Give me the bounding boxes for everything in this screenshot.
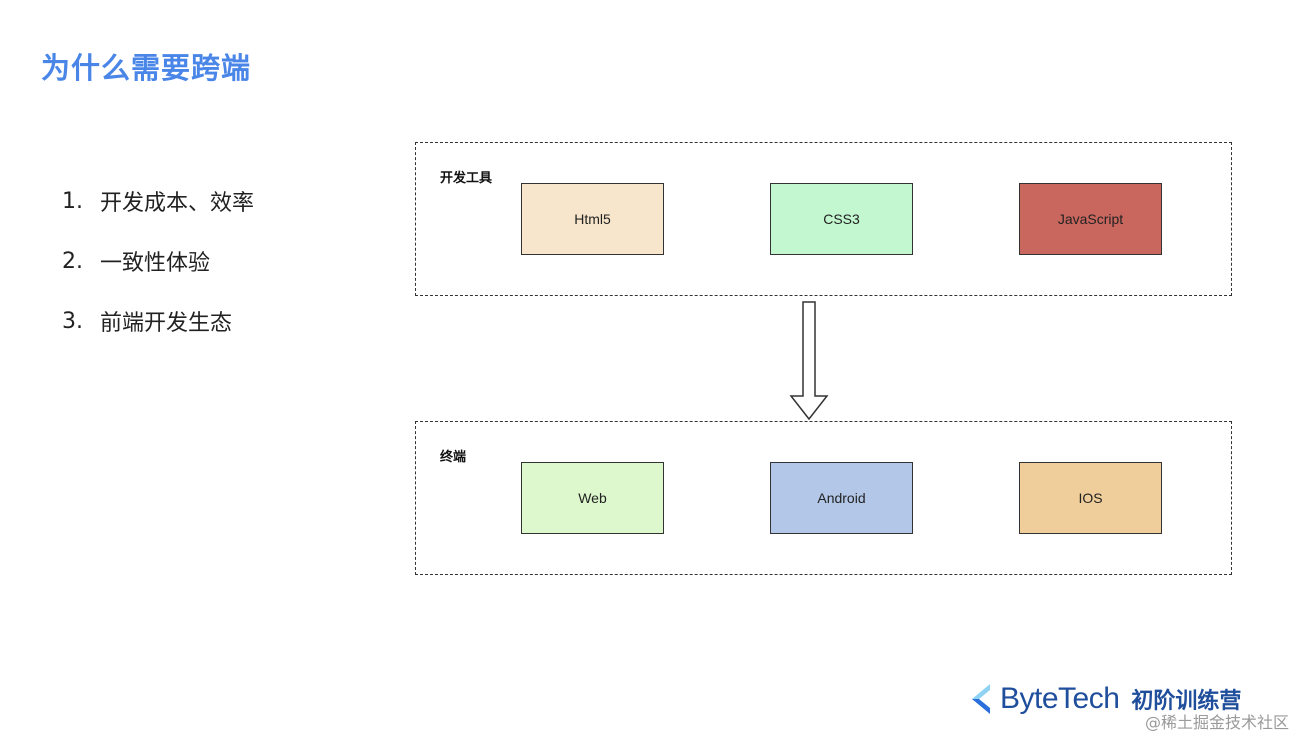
web-box: Web xyxy=(521,462,664,534)
reason-number: 2. xyxy=(62,248,83,274)
reason-item: 2. 一致性体验 xyxy=(62,243,254,279)
reason-number: 3. xyxy=(62,308,83,334)
terminal-group: 终端 Web Android IOS xyxy=(415,421,1232,575)
terminal-group-label: 终端 xyxy=(440,450,467,465)
css3-box: CSS3 xyxy=(770,183,913,255)
brand-name: ByteTech xyxy=(1000,682,1120,715)
reason-text: 前端开发生态 xyxy=(100,311,233,336)
bytetech-brand: ByteTech 初阶训练营 xyxy=(970,682,1241,716)
slide-title: 为什么需要跨端 xyxy=(41,51,252,85)
brand-subtitle: 初阶训练营 xyxy=(1131,689,1242,714)
reason-number: 1. xyxy=(62,188,83,214)
reason-item: 3. 前端开发生态 xyxy=(62,303,254,339)
reason-text: 一致性体验 xyxy=(100,251,211,276)
dev-tools-group: 开发工具 Html5 CSS3 JavaScript xyxy=(415,142,1232,296)
reason-text: 开发成本、效率 xyxy=(100,191,255,216)
reason-list: 1. 开发成本、效率 2. 一致性体验 3. 前端开发生态 xyxy=(62,183,254,363)
android-box: Android xyxy=(770,462,913,534)
watermark-text: @稀土掘金技术社区 xyxy=(1144,713,1289,732)
down-arrow-icon xyxy=(789,301,829,421)
bytetech-logo-icon xyxy=(972,684,990,714)
dev-tools-group-label: 开发工具 xyxy=(440,171,493,186)
html5-box: Html5 xyxy=(521,183,664,255)
ios-box: IOS xyxy=(1019,462,1162,534)
reason-item: 1. 开发成本、效率 xyxy=(62,183,254,219)
javascript-box: JavaScript xyxy=(1019,183,1162,255)
